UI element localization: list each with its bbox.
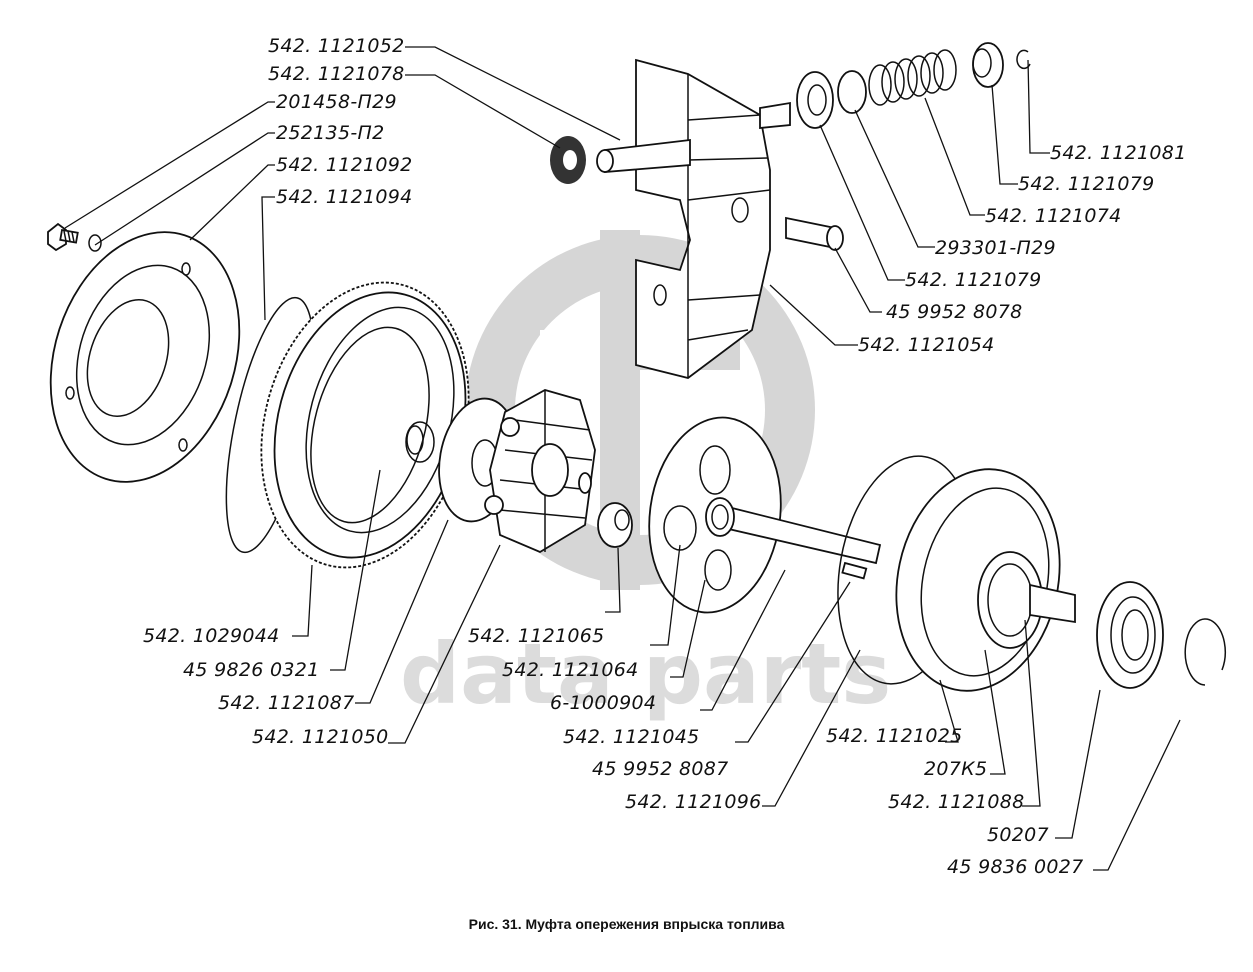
retaining-ring-part [1184, 618, 1226, 686]
flange-shaft-part [648, 416, 882, 614]
weight-block-part [635, 58, 771, 379]
circlip-part [1016, 49, 1031, 70]
labels-top-left: 542. 1121052 542. 1121078 201458-П29 252… [268, 35, 413, 208]
part-label: 45 9826 0321 [183, 659, 320, 681]
watermark-text: data parts [400, 625, 891, 723]
hub-part [484, 389, 596, 554]
labels-top-right: 542. 1121081 542. 1121079 542. 1121074 2… [858, 142, 1187, 356]
leader-lines [64, 46, 1181, 871]
figure-caption: Рис. 31. Муфта опережения впрыска топлив… [468, 916, 785, 932]
part-label: 542. 1121096 [625, 791, 762, 813]
spring-washer-part [796, 71, 834, 129]
labels-bottom-left: 542. 1029044 45 9826 0321 542. 1121087 5… [143, 625, 389, 748]
part-label: 542. 1121081 [1050, 142, 1187, 164]
part-label: 542. 1121079 [905, 269, 1042, 291]
bushing-part [597, 502, 633, 548]
part-label: 201458-П29 [276, 91, 397, 113]
part-label: 542. 1121045 [563, 726, 700, 748]
labels-bottom-right: 542. 1121025 207К5 542. 1121088 50207 45… [826, 725, 1084, 878]
spring-cup-part [972, 42, 1004, 88]
part-label: 542. 1121074 [985, 205, 1122, 227]
part-label: 542. 1029044 [143, 625, 280, 647]
bearing-part [1096, 581, 1164, 689]
small-pin-part [785, 216, 844, 251]
part-label: 542. 1121054 [858, 334, 995, 356]
part-label: 207К5 [924, 758, 987, 780]
bolt-part [47, 222, 79, 252]
part-label: 542. 1121050 [252, 726, 389, 748]
part-label: 50207 [987, 824, 1049, 846]
gear-part [260, 281, 470, 569]
part-label: 542. 1121079 [1018, 173, 1155, 195]
part-label: 542. 1121064 [502, 659, 639, 681]
part-label: 293301-П29 [935, 237, 1056, 259]
part-label: 542. 1121078 [268, 63, 405, 85]
part-label: 542. 1121094 [276, 186, 413, 208]
part-label: 542. 1121065 [468, 625, 605, 647]
weight-pin-part [596, 101, 791, 173]
part-label: 252135-П2 [276, 122, 384, 144]
felt-washer-part [550, 136, 586, 184]
part-label: 6-1000904 [550, 692, 656, 714]
housing-part [895, 468, 1076, 692]
lock-washer-part [88, 234, 102, 252]
part-label: 45 9952 8087 [592, 758, 729, 780]
part-label: 542. 1121087 [218, 692, 355, 714]
labels-bottom-middle: 542. 1121065 542. 1121064 6-1000904 542.… [468, 625, 762, 813]
cover-plate-part [49, 231, 241, 483]
part-label: 542. 1121052 [268, 35, 405, 57]
washer-part [837, 70, 867, 114]
spring-part [868, 49, 957, 106]
part-label: 45 9836 0027 [947, 856, 1084, 878]
part-label: 542. 1121092 [276, 154, 413, 176]
part-label: 542. 1121025 [826, 725, 963, 747]
part-label: 45 9952 8078 [886, 301, 1023, 323]
part-label: 542. 1121088 [888, 791, 1025, 813]
